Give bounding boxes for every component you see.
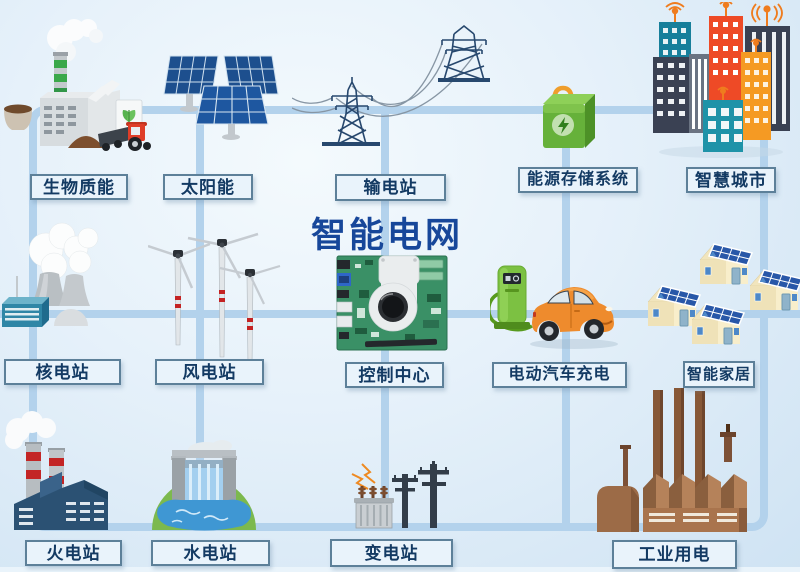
tractor-icon	[98, 122, 151, 151]
utility-poles	[392, 461, 449, 528]
label-smart-home: 智能家居	[683, 361, 755, 388]
power-wires	[292, 43, 483, 117]
label-biomass: 生物质能	[30, 174, 128, 200]
steam-clouds	[28, 222, 99, 280]
industrial-power-icon	[597, 388, 747, 532]
biomass-plant-icon	[4, 19, 151, 151]
connector-vertical-left	[196, 106, 204, 531]
smart-city-icon	[653, 2, 790, 158]
label-industrial: 工业用电	[612, 540, 737, 569]
ev-charging-icon	[490, 265, 618, 349]
spark-icon	[351, 463, 376, 490]
cpu-fan	[368, 255, 420, 332]
substation-icon	[351, 461, 449, 529]
bottom-edge-strip	[0, 567, 800, 572]
label-ev-charging: 电动汽车充电	[492, 362, 627, 388]
smoke-puff	[47, 19, 103, 62]
label-nuclear: 核电站	[4, 359, 121, 385]
wind-turbines-icon	[148, 232, 281, 368]
label-solar: 太阳能	[163, 174, 253, 200]
label-energy-storage: 能源存储系统	[518, 167, 638, 193]
transformer	[354, 486, 394, 529]
io-ports	[336, 260, 353, 339]
control-center-board-icon	[336, 255, 448, 351]
charging-station	[494, 265, 530, 329]
electric-car	[530, 287, 618, 349]
hydro-plant-icon	[152, 440, 256, 531]
label-thermal: 火电站	[25, 540, 122, 566]
label-smart-city: 智慧城市	[686, 167, 776, 193]
lattice-tower-small	[322, 77, 380, 146]
thermal-plant-icon	[5, 411, 108, 530]
label-wind: 风电站	[155, 359, 264, 385]
label-hydro: 水电站	[151, 540, 270, 566]
label-substation: 变电站	[330, 539, 453, 567]
leaf-icon	[122, 110, 136, 122]
lightning-bolt-icon	[558, 117, 569, 134]
solar-panels-icon	[163, 55, 279, 140]
label-control-center: 控制中心	[345, 362, 444, 388]
smoke-clouds	[5, 411, 56, 449]
transmission-towers-icon	[292, 24, 490, 146]
lattice-tower-tall	[438, 24, 490, 82]
diagram-title: 智能电网	[311, 216, 464, 255]
smart-home-icon	[647, 243, 800, 345]
label-transmission: 输电站	[335, 174, 446, 201]
nuclear-plant-icon	[2, 222, 99, 327]
energy-storage-icon	[543, 85, 595, 148]
wifi-antenna-icons	[665, 2, 783, 100]
